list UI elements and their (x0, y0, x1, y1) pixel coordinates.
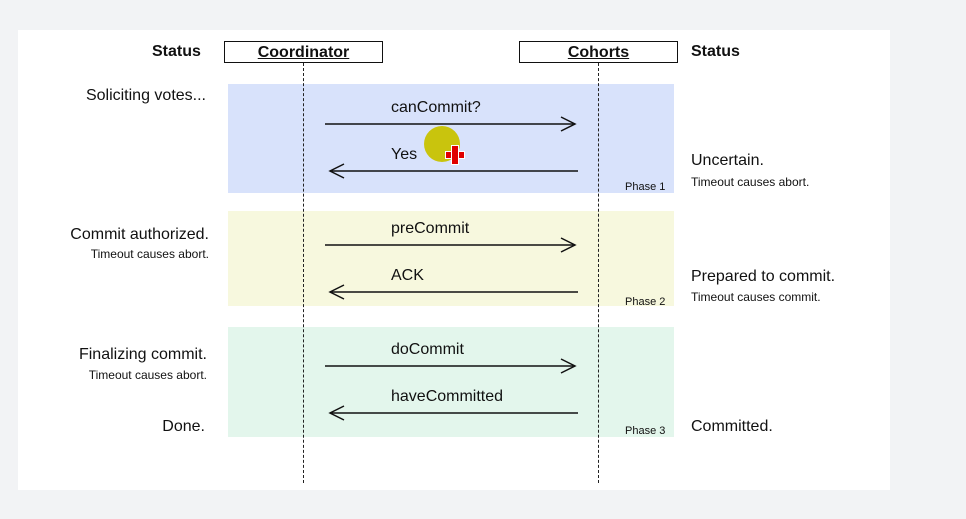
coordinator-status: Commit authorized. (70, 226, 209, 243)
left-status-header: Status (152, 43, 201, 60)
coordinator-note: Timeout causes abort. (90, 247, 209, 261)
coordinator-lifeline (303, 63, 304, 483)
cohort-status: Prepared to commit. (691, 268, 836, 285)
message-label: ACK (391, 267, 424, 284)
message-label: haveCommitted (391, 388, 504, 405)
arrowhead-cancommit (560, 116, 577, 132)
cohort-status: Uncertain. (691, 152, 764, 169)
coordinator-box: Coordinator (224, 41, 383, 63)
cohort-status: Committed. (691, 418, 773, 435)
phase-label: Phase 3 (625, 425, 666, 437)
coordinator-final-status: Done. (162, 418, 205, 435)
message-label: preCommit (391, 220, 470, 237)
message-label: canCommit? (391, 99, 481, 116)
cohort-note: Timeout causes commit. (691, 290, 821, 304)
cohorts-lifeline (598, 63, 599, 483)
cursor-cross-icon (445, 145, 465, 165)
message-label: doCommit (391, 341, 464, 358)
arrowhead-precommit (560, 237, 577, 253)
arrowhead-ack (328, 284, 345, 300)
coordinator-status: Soliciting votes... (85, 87, 206, 104)
cohorts-box: Cohorts (519, 41, 678, 63)
cohort-note: Timeout causes abort. (691, 175, 810, 189)
phase-2-band (228, 211, 674, 306)
arrowhead-havecommitted (328, 405, 345, 421)
coordinator-status: Finalizing commit. (78, 346, 207, 363)
coordinator-note: Timeout causes abort. (88, 368, 207, 382)
arrowhead-yes (328, 163, 345, 179)
right-status-header: Status (691, 43, 740, 60)
phase-label: Phase 1 (625, 181, 666, 193)
phase-label: Phase 2 (625, 296, 666, 308)
arrowhead-docommit (560, 358, 577, 374)
message-label: Yes (391, 146, 418, 163)
phase-3-band (228, 327, 674, 437)
